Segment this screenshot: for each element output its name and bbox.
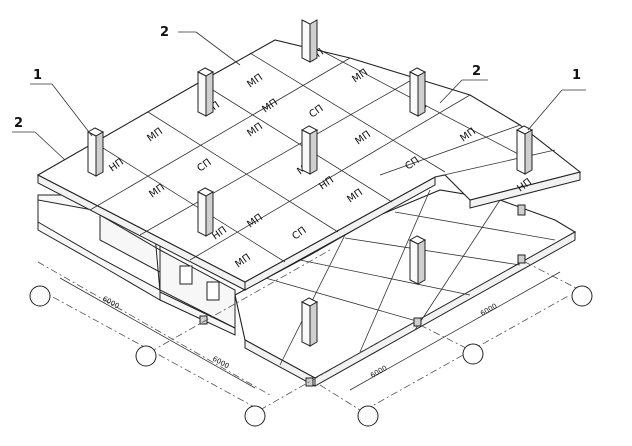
column <box>408 235 427 285</box>
callout-number: 1 <box>33 68 42 83</box>
column <box>300 125 319 175</box>
dimension-line <box>349 271 561 391</box>
axis-bubble <box>571 285 593 307</box>
seam <box>414 199 501 331</box>
axis-line <box>419 324 471 351</box>
column <box>515 125 534 175</box>
seam <box>434 149 556 178</box>
axis-bubble <box>462 343 484 365</box>
axis-lines <box>37 249 581 411</box>
dimension-label: 6000 <box>369 364 388 380</box>
dimension-label: 6000 <box>211 355 230 371</box>
axis-bubbles <box>29 285 593 427</box>
seam <box>94 142 286 263</box>
seam <box>344 237 521 266</box>
callout-number: 2 <box>472 64 481 79</box>
axis-line <box>364 294 571 411</box>
seam <box>147 111 339 233</box>
column <box>300 297 319 347</box>
seam <box>249 52 446 173</box>
callouts: 2 1 2 2 1 <box>12 25 586 161</box>
column <box>301 19 318 63</box>
column <box>86 127 105 177</box>
axis-bubble <box>29 285 51 307</box>
callout-number: 2 <box>160 25 169 40</box>
window <box>179 265 193 285</box>
callout-number: 2 <box>14 116 23 131</box>
column <box>408 67 427 117</box>
seam <box>189 94 471 261</box>
seam <box>379 124 521 176</box>
axis-line <box>149 249 331 353</box>
axis-line <box>259 329 401 411</box>
dimension-label: 6000 <box>101 295 120 311</box>
wall-lower-right <box>159 249 236 329</box>
seam <box>139 77 416 236</box>
dimension-label: 6000 <box>479 302 498 318</box>
lower-slab-edge-left <box>244 339 316 387</box>
columns <box>86 19 534 387</box>
seam <box>89 57 351 211</box>
axis-line <box>319 384 361 411</box>
column <box>196 187 215 237</box>
axis-bubble <box>244 405 266 427</box>
column <box>196 67 215 117</box>
seam <box>261 276 421 323</box>
callout-number: 1 <box>572 68 581 83</box>
wall-left <box>37 195 161 301</box>
axis-bubble <box>135 345 157 367</box>
dimension-line <box>59 277 256 389</box>
axis-bubble <box>357 405 379 427</box>
seam <box>359 189 431 353</box>
seam <box>199 81 393 203</box>
lower-slab <box>234 189 577 387</box>
window <box>206 281 220 301</box>
seam <box>394 211 556 241</box>
